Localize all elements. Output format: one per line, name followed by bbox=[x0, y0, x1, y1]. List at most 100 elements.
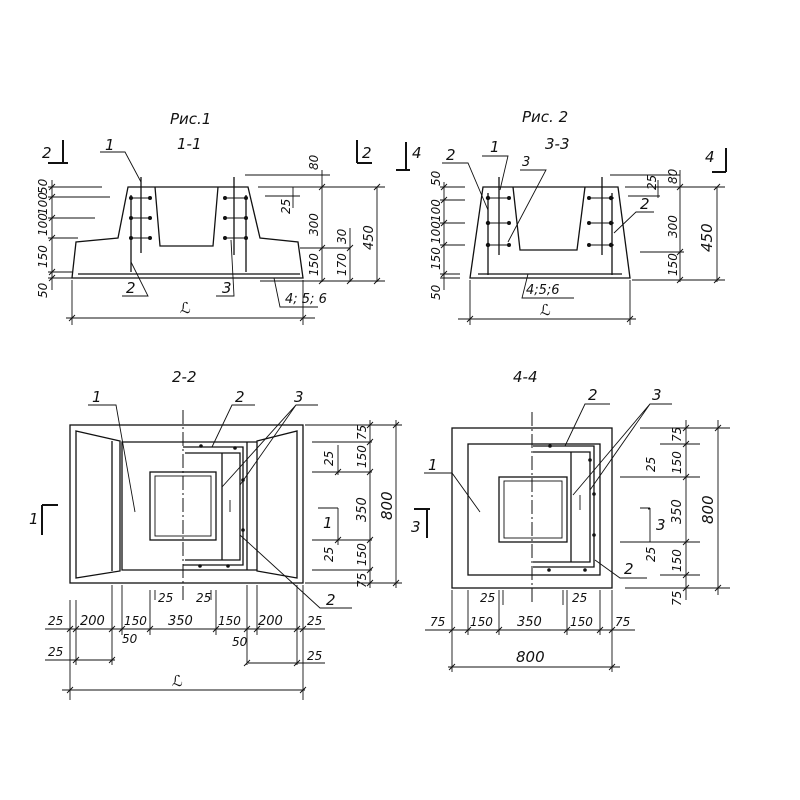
callout-2b-leader bbox=[613, 211, 654, 234]
figure-1-section-1-1: Рис.1 1-1 2 2 bbox=[36, 110, 385, 325]
socket-outline bbox=[154, 186, 219, 247]
dim-25: 25 bbox=[48, 614, 63, 628]
dim-170: 170 bbox=[335, 253, 349, 276]
dim-450: 450 bbox=[362, 225, 377, 250]
dim-25: 25 bbox=[645, 175, 659, 190]
bottom-dimension-chain: 25 200 150 50 25 350 25 150 50 200 25 25… bbox=[45, 585, 325, 700]
callout-2-leader bbox=[564, 403, 610, 447]
callout-3: 3 bbox=[222, 279, 232, 297]
dim-25: 25 bbox=[644, 457, 658, 472]
cut-mark-3: 3 bbox=[411, 508, 430, 538]
callout-3: 3 bbox=[652, 386, 662, 404]
dim-300: 300 bbox=[307, 213, 321, 236]
dim-150: 150 bbox=[307, 253, 321, 276]
dim-25: 25 bbox=[307, 649, 322, 663]
left-dimension-chain: 50 100 100 150 50 bbox=[36, 178, 110, 298]
dim-800: 800 bbox=[378, 491, 396, 520]
bottom-dimension-chain: 75 25 150 350 25 150 75 800 bbox=[425, 590, 635, 672]
callout-2b: 2 bbox=[624, 560, 634, 578]
callout-1-leader bbox=[424, 472, 481, 513]
dim-50: 50 bbox=[36, 178, 50, 194]
left-dimension-chain: 50 100 100 150 50 bbox=[429, 170, 465, 300]
right-dimension-chain: 75 150 25 350 25 150 75 800 1 bbox=[305, 420, 402, 588]
callout-1-leader bbox=[100, 151, 142, 183]
dim-50: 50 bbox=[232, 635, 248, 649]
dim-25: 25 bbox=[48, 645, 63, 659]
length-L: ℒ bbox=[540, 301, 551, 319]
right-dimension-chain: 75 150 25 350 25 150 75 800 3 bbox=[620, 420, 730, 606]
dim-150: 150 bbox=[355, 445, 369, 468]
length-dimension: ℒ bbox=[458, 280, 636, 325]
rebar-cage-right bbox=[587, 177, 614, 275]
rebar-cage-plan bbox=[533, 444, 596, 572]
dim-350: 350 bbox=[517, 615, 542, 630]
callout-4-5-6: 4; 5; 6 bbox=[285, 292, 327, 307]
callout-1-leader bbox=[88, 404, 136, 513]
socket-outline bbox=[512, 186, 586, 251]
callout-2b-leader bbox=[594, 559, 647, 579]
dim-25: 25 bbox=[572, 591, 587, 605]
foundation-outline bbox=[71, 186, 304, 279]
dim-25: 25 bbox=[322, 547, 336, 562]
dim-25: 25 bbox=[158, 591, 173, 605]
length-L: ℒ bbox=[172, 672, 183, 690]
dim-100: 100 bbox=[36, 192, 50, 215]
callout-2: 2 bbox=[446, 146, 456, 164]
right-dimension-chain: 80 25 300 150 30 170 450 bbox=[245, 154, 385, 285]
dim-75: 75 bbox=[670, 427, 684, 442]
dim-150: 150 bbox=[666, 253, 680, 276]
figure-2-section-3-3: Рис. 2 3-3 4 4 1 2 bbox=[396, 108, 727, 325]
dim-150: 150 bbox=[355, 543, 369, 566]
callout-1: 1 bbox=[428, 456, 438, 474]
dim-450: 450 bbox=[698, 223, 716, 252]
length-L: ℒ bbox=[180, 299, 191, 317]
dim-25: 25 bbox=[480, 591, 495, 605]
callout-2-leader bbox=[442, 162, 489, 211]
figure-4-plan-4-4: 4-4 3 1 2 3 2 75 150 2 bbox=[411, 368, 730, 672]
callout-2: 2 bbox=[126, 279, 136, 297]
callout-456-leader bbox=[521, 273, 574, 299]
callout-2b-leader bbox=[239, 534, 352, 609]
cut-mark-label: 4 bbox=[705, 148, 715, 166]
callout-1: 1 bbox=[105, 136, 115, 154]
rebar-cage-plan bbox=[183, 444, 245, 568]
cut-mark-label: 4 bbox=[412, 144, 422, 162]
dim-350: 350 bbox=[355, 497, 370, 522]
dim-50: 50 bbox=[429, 170, 443, 186]
dim-75: 75 bbox=[355, 573, 369, 588]
callout-3-leader bbox=[507, 169, 547, 243]
dim-50: 50 bbox=[429, 284, 443, 300]
callout-2-leader bbox=[211, 404, 255, 448]
dim-30: 30 bbox=[335, 228, 349, 244]
dim-150: 150 bbox=[218, 614, 241, 628]
dim-200: 200 bbox=[258, 614, 283, 629]
section-4-4-label: 4-4 bbox=[513, 368, 538, 386]
callout-1: 1 bbox=[490, 138, 500, 156]
dim-200: 200 bbox=[80, 614, 105, 629]
callout-2: 2 bbox=[235, 388, 245, 406]
callout-3-leader bbox=[216, 239, 235, 297]
dim-25: 25 bbox=[196, 591, 211, 605]
cut-mark-label: 2 bbox=[362, 144, 372, 162]
callout-3: 3 bbox=[294, 388, 304, 406]
callout-2: 2 bbox=[588, 386, 598, 404]
section-1-1-label: 1-1 bbox=[177, 135, 202, 153]
dim-100: 100 bbox=[36, 213, 50, 236]
dim-150: 150 bbox=[670, 451, 684, 474]
cut-mark-inner-label: 3 bbox=[656, 516, 666, 534]
dim-300: 300 bbox=[666, 215, 680, 238]
dim-25: 25 bbox=[644, 547, 658, 562]
cut-mark-4-right: 4 bbox=[705, 148, 727, 173]
callout-4-5-6: 4;5;6 bbox=[526, 283, 560, 298]
dim-75: 75 bbox=[615, 615, 630, 629]
cut-mark-label: 2 bbox=[42, 144, 52, 162]
dim-50: 50 bbox=[36, 282, 50, 298]
cut-mark-label: 3 bbox=[411, 518, 421, 536]
dim-800: 800 bbox=[699, 495, 717, 524]
callout-3: 3 bbox=[522, 155, 530, 170]
pedestal-slopes bbox=[75, 430, 298, 579]
dim-80: 80 bbox=[307, 154, 321, 170]
socket-inner bbox=[503, 480, 563, 539]
callout-3-leader bbox=[572, 403, 672, 496]
callout-1-leader bbox=[482, 155, 509, 191]
